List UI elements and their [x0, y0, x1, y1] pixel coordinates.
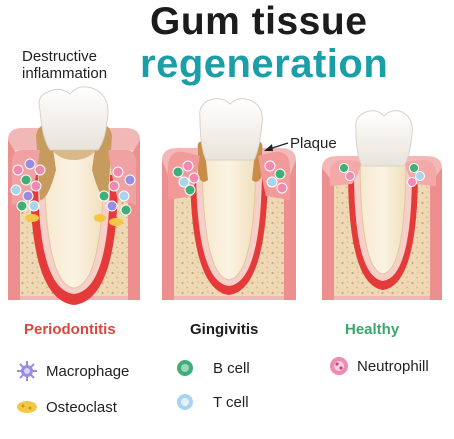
- neutrophil-icon: [330, 357, 348, 375]
- destructive-line-1: Destructive: [22, 48, 98, 65]
- stage-gingivitis: Gingivitis: [190, 321, 259, 338]
- b-cell-icon: [177, 360, 193, 376]
- legend-t-cell: T cell: [213, 394, 249, 411]
- t-cell-icon: [177, 394, 193, 410]
- legend-b-cell: B cell: [213, 360, 250, 377]
- legend-neutrophil: Neutrophill: [357, 358, 429, 375]
- periodontitis-cells: [10, 158, 136, 226]
- gingivitis-cells: [172, 160, 288, 196]
- macrophage-icon: [17, 361, 37, 381]
- stage-periodontitis: Periodontitis: [24, 321, 116, 338]
- periodontitis-tooth: [8, 86, 140, 305]
- destructive-inflammation-label: Destructive inflammation: [22, 48, 107, 82]
- healthy-cells: [339, 163, 425, 187]
- title-line-1: Gum tissue: [150, 0, 368, 43]
- legend-osteoclast: Osteoclast: [46, 399, 117, 416]
- title-line-2: regeneration: [140, 42, 389, 86]
- stage-healthy: Healthy: [345, 321, 400, 338]
- osteoclast-icon: [17, 401, 37, 413]
- plaque-arrow: [264, 142, 289, 151]
- healthy-tooth: [322, 110, 442, 300]
- destructive-line-2: inflammation: [22, 65, 108, 82]
- gingivitis-tooth: [162, 98, 296, 300]
- legend-macrophage: Macrophage: [46, 363, 130, 380]
- plaque-label: Plaque: [290, 135, 337, 152]
